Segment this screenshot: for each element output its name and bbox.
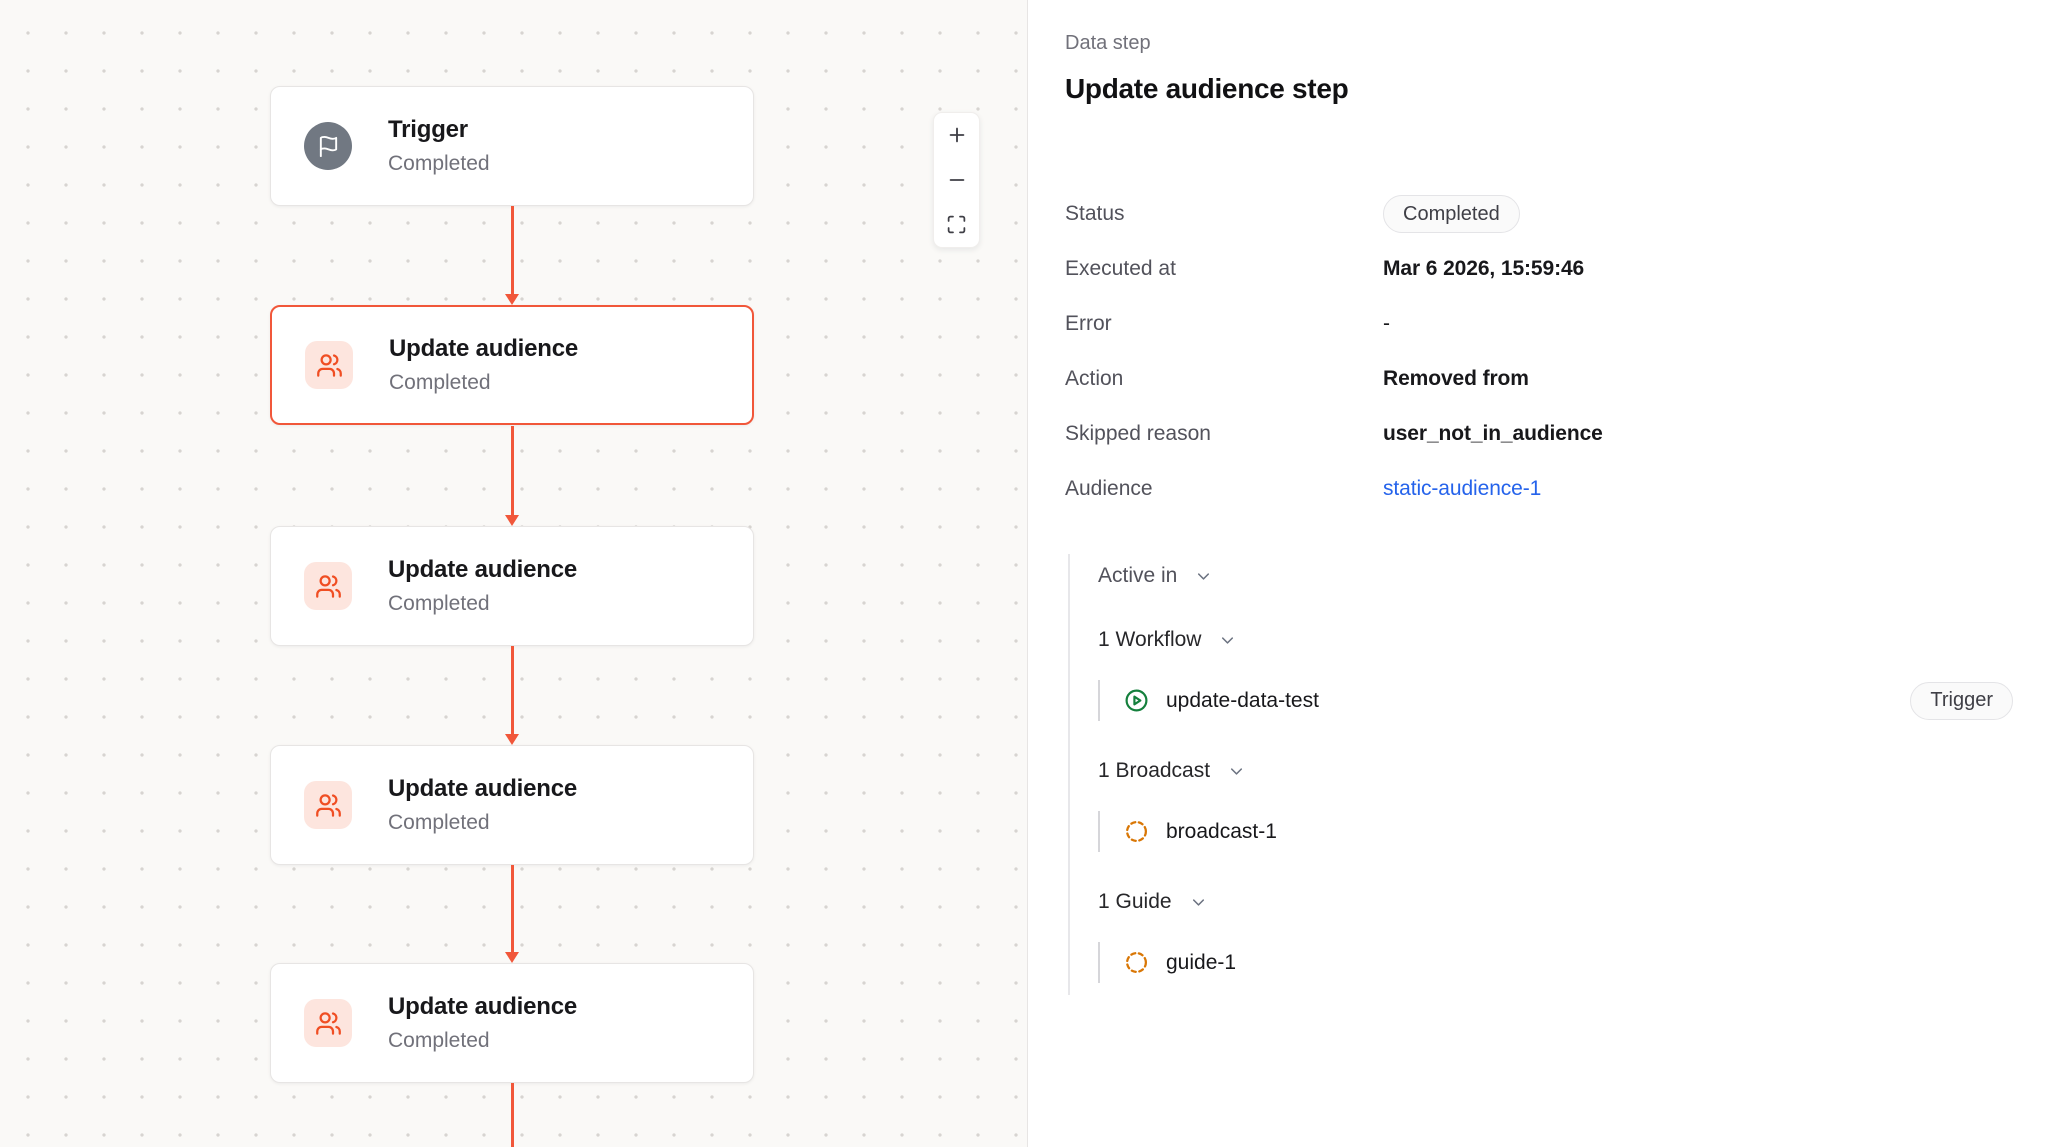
node-update-audience-4[interactable]: Update audience Completed xyxy=(270,963,754,1083)
edge-arrowhead xyxy=(505,952,519,963)
field-value: - xyxy=(1383,312,1390,335)
audience-link[interactable]: static-audience-1 xyxy=(1383,477,1542,500)
field-row-status: Status Completed xyxy=(1065,194,2013,234)
field-label: Skipped reason xyxy=(1065,422,1211,445)
users-icon xyxy=(304,781,352,829)
field-row-audience: Audience static-audience-1 xyxy=(1065,469,2013,509)
canvas-controls xyxy=(933,112,980,248)
group-workflow: 1 Workflow update-data-test Trigger xyxy=(1098,626,2013,721)
field-label: Status xyxy=(1065,202,1125,225)
workflow-item-name: update-data-test xyxy=(1166,688,1319,712)
active-in-label: Active in xyxy=(1098,564,1178,587)
node-update-audience-3[interactable]: Update audience Completed xyxy=(270,745,754,865)
field-value: Removed from xyxy=(1383,367,1529,390)
page-title: Update audience step xyxy=(1065,73,1349,104)
group-workflow-toggle[interactable]: 1 Workflow xyxy=(1098,626,2013,654)
flag-icon xyxy=(304,122,352,170)
group-label: 1 Guide xyxy=(1098,890,1172,913)
edge-arrowhead xyxy=(505,515,519,526)
node-status: Completed xyxy=(389,371,491,394)
node-status: Completed xyxy=(388,811,490,834)
plus-icon xyxy=(946,124,968,146)
group-broadcast: 1 Broadcast broadcast-1 xyxy=(1098,757,2013,852)
zoom-out-button[interactable] xyxy=(934,158,979,203)
fit-view-button[interactable] xyxy=(934,202,979,247)
minus-icon xyxy=(946,169,968,191)
chevron-down-icon xyxy=(1194,567,1213,586)
step-detail-panel: Data step Update audience step Status Co… xyxy=(1028,0,2048,1147)
node-title: Update audience xyxy=(388,556,578,583)
edge-line xyxy=(510,865,514,953)
field-row-action: Action Removed from xyxy=(1065,359,2013,399)
broadcast-item[interactable]: broadcast-1 xyxy=(1098,811,2013,852)
node-text: Update audience Completed xyxy=(389,334,578,396)
field-row-skipped-reason: Skipped reason user_not_in_audience xyxy=(1065,414,2013,454)
group-label: 1 Workflow xyxy=(1098,628,1202,651)
panel-eyebrow: Data step xyxy=(1065,32,1151,54)
node-trigger[interactable]: Trigger Completed xyxy=(270,86,754,206)
edge-line xyxy=(510,426,514,516)
users-icon xyxy=(304,999,352,1047)
active-in-section: Active in 1 Workflow update-data-test Tr… xyxy=(1068,554,2013,995)
node-text: Trigger Completed xyxy=(388,115,490,177)
node-update-audience-2[interactable]: Update audience Completed xyxy=(270,526,754,646)
field-value: user_not_in_audience xyxy=(1383,422,1603,445)
workflow-canvas[interactable]: Trigger Completed Update audience Comple… xyxy=(0,0,1027,1147)
node-title: Update audience xyxy=(388,775,578,802)
zoom-in-button[interactable] xyxy=(934,113,979,158)
node-text: Update audience Completed xyxy=(388,555,577,617)
field-label: Action xyxy=(1065,367,1124,390)
field-label: Audience xyxy=(1065,477,1153,500)
field-label: Error xyxy=(1065,312,1112,335)
field-value: Mar 6 2026, 15:59:46 xyxy=(1383,257,1585,280)
group-guide: 1 Guide guide-1 xyxy=(1098,888,2013,983)
guide-item[interactable]: guide-1 xyxy=(1098,942,2013,983)
field-label: Executed at xyxy=(1065,257,1176,280)
users-icon xyxy=(304,562,352,610)
maximize-icon xyxy=(946,214,967,235)
group-guide-toggle[interactable]: 1 Guide xyxy=(1098,888,2013,916)
node-text: Update audience Completed xyxy=(388,774,577,836)
users-icon xyxy=(305,341,353,389)
field-row-error: Error - xyxy=(1065,304,2013,344)
edge-line xyxy=(510,646,514,735)
broadcast-item-name: broadcast-1 xyxy=(1166,819,1277,843)
step-fields: Status Completed Executed at Mar 6 2026,… xyxy=(1065,194,2013,509)
edge-line xyxy=(510,206,514,295)
node-status: Completed xyxy=(388,1029,490,1052)
field-row-executed-at: Executed at Mar 6 2026, 15:59:46 xyxy=(1065,249,2013,289)
group-label: 1 Broadcast xyxy=(1098,759,1211,782)
node-title: Trigger xyxy=(388,116,468,143)
active-in-toggle[interactable]: Active in xyxy=(1098,562,2013,590)
node-title: Update audience xyxy=(388,993,578,1020)
play-circle-icon xyxy=(1124,688,1149,713)
node-title: Update audience xyxy=(389,335,579,362)
chevron-down-icon xyxy=(1218,631,1237,650)
node-text: Update audience Completed xyxy=(388,992,577,1054)
node-status: Completed xyxy=(388,592,490,615)
edge-line xyxy=(510,1083,514,1147)
dashed-circle-icon xyxy=(1124,950,1149,975)
node-status: Completed xyxy=(388,152,490,175)
group-broadcast-toggle[interactable]: 1 Broadcast xyxy=(1098,757,2013,785)
edge-arrowhead xyxy=(505,734,519,745)
status-badge: Completed xyxy=(1383,195,1520,233)
trigger-badge: Trigger xyxy=(1910,681,2013,720)
chevron-down-icon xyxy=(1227,762,1246,781)
dashed-circle-icon xyxy=(1124,819,1149,844)
panel-divider xyxy=(1027,0,1028,1147)
node-update-audience-1[interactable]: Update audience Completed xyxy=(270,305,754,425)
chevron-down-icon xyxy=(1189,893,1208,912)
workflow-item[interactable]: update-data-test Trigger xyxy=(1098,680,2013,721)
guide-item-name: guide-1 xyxy=(1166,950,1237,974)
edge-arrowhead xyxy=(505,294,519,305)
